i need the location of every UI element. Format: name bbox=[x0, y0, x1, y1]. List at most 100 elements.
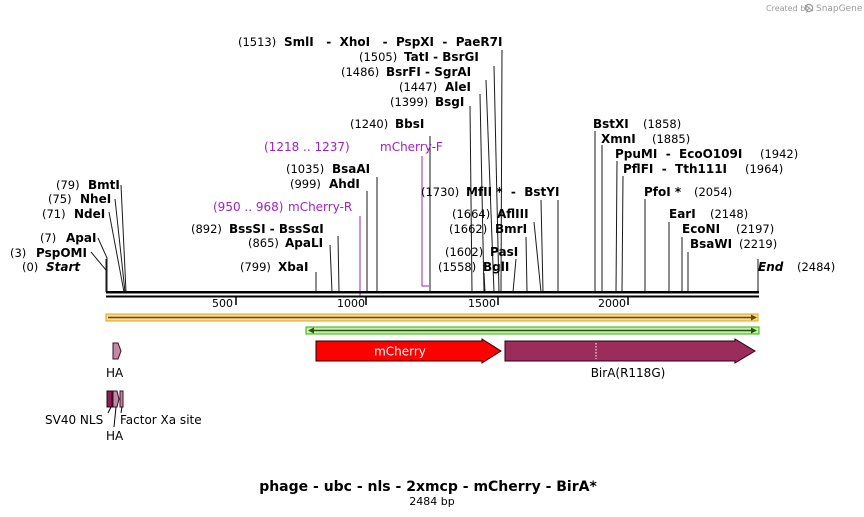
map-length: 2484 bp bbox=[409, 495, 454, 508]
feature-factor-xa-label: Factor Xa site bbox=[120, 413, 202, 427]
site-name: BstXI bbox=[593, 117, 629, 131]
leader-nhei bbox=[114, 198, 126, 293]
site-pos: (1858) bbox=[643, 117, 681, 131]
leader-apai bbox=[97, 237, 108, 292]
leader-apali bbox=[329, 244, 333, 293]
arrow-right-icon bbox=[751, 314, 757, 321]
site-pos: (71) bbox=[42, 207, 66, 221]
site-name: NdeI bbox=[74, 207, 105, 221]
feature-ha-top-label: HA bbox=[106, 366, 124, 380]
leader-primer-mcherry-f bbox=[421, 156, 429, 287]
site-name: BsgI bbox=[435, 95, 464, 109]
leader-bsgi bbox=[469, 105, 473, 293]
site-pos: (1885) bbox=[652, 132, 690, 146]
site-name: BmtI bbox=[88, 178, 120, 192]
site-pos: (1664) bbox=[452, 207, 490, 221]
leader-tati bbox=[493, 65, 500, 293]
site-name: NheI bbox=[80, 192, 111, 206]
ruler-label: 1500 bbox=[468, 297, 496, 310]
feature-cluster-lower[interactable]: SV40 NLS Factor Xa site HA bbox=[45, 390, 202, 443]
leader-bgli bbox=[483, 272, 486, 293]
site-pos: (1399) bbox=[390, 95, 428, 109]
leader-bmti bbox=[120, 184, 127, 293]
leader-pspomi bbox=[90, 251, 107, 292]
ruler-label: 2000 bbox=[598, 297, 626, 310]
site-pos: (2054) bbox=[694, 185, 732, 199]
site-pos: (1942) bbox=[760, 147, 798, 161]
site-pos: (2197) bbox=[736, 222, 774, 236]
feature-sv40-label: SV40 NLS bbox=[45, 413, 103, 427]
site-name: BsaWI bbox=[690, 237, 732, 251]
site-pos: (1662) bbox=[449, 222, 487, 236]
site-name: AleI bbox=[445, 80, 471, 94]
site-pos: (1730) bbox=[421, 185, 459, 199]
site-name: TatI - BsrGI bbox=[404, 50, 479, 64]
leader-primer-mcherry-r bbox=[355, 216, 361, 298]
site-name: SmlI - XhoI - PspXI - PaeR7I bbox=[284, 35, 502, 49]
leader-bsssi bbox=[337, 235, 340, 293]
leader-afliii bbox=[533, 221, 542, 293]
site-name: PpuMI - EcoO109I bbox=[615, 147, 742, 161]
feature-mcherry[interactable]: mCherry bbox=[315, 338, 502, 364]
ruler: 500 1000 1500 2000 bbox=[212, 297, 629, 310]
end-pos: (2484) bbox=[797, 260, 835, 274]
start-label: Start bbox=[46, 260, 81, 274]
start-pos: (0) bbox=[22, 260, 38, 274]
feature-ha-bottom-label: HA bbox=[106, 429, 124, 443]
leader-pflfi bbox=[621, 175, 624, 293]
site-labels-center: (1558) BglI (1602) PasI (1662) BmrI (166… bbox=[421, 185, 559, 274]
primer-labels: (1218 .. 1237) mCherry-F (950 .. 968) mC… bbox=[213, 140, 443, 214]
site-pos: (3) bbox=[10, 246, 26, 260]
site-labels-right: BstXI (1858) XmnI (1885) PpuMI - EcoO109… bbox=[593, 117, 835, 274]
site-name: PflFI - Tth111I bbox=[623, 162, 727, 176]
leader-bsrfi bbox=[485, 79, 495, 293]
site-name: BsrFI - SgrAI bbox=[386, 65, 471, 79]
site-pos: (865) bbox=[248, 236, 279, 250]
site-name: PasI bbox=[490, 245, 518, 259]
leader-smli bbox=[500, 49, 503, 293]
site-name: EcoNI bbox=[682, 222, 720, 236]
site-name: PspOMI bbox=[36, 246, 87, 260]
leader-bmri bbox=[525, 236, 528, 293]
site-pos: (1486) bbox=[341, 65, 379, 79]
site-labels-left: (0) Start (3) PspOMI (7) ApaI (71) NdeI … bbox=[10, 178, 120, 274]
site-pos: (75) bbox=[48, 192, 72, 206]
leader-pasi bbox=[512, 258, 517, 293]
feature-bira[interactable]: BirA(R118G) bbox=[504, 338, 756, 380]
map-title: phage - ubc - nls - 2xmcp - mCherry - Bi… bbox=[259, 479, 597, 495]
site-name: BbsI bbox=[395, 117, 424, 131]
leader-ndei bbox=[108, 211, 125, 293]
feature-ha-top[interactable]: HA bbox=[106, 342, 124, 380]
site-labels-middle: (799) XbaI (865) ApaLI (892) BssSI - Bss… bbox=[191, 35, 502, 274]
site-name: PfoI * bbox=[644, 185, 682, 199]
primer-name: mCherry-R bbox=[288, 200, 352, 214]
leader-alei bbox=[479, 93, 485, 293]
watermark-text: Created by bbox=[766, 4, 810, 13]
site-pos: (1964) bbox=[745, 162, 783, 176]
feature-ha-bottom bbox=[112, 390, 120, 408]
leader-mfii bbox=[540, 199, 544, 293]
feature-mcherry-label: mCherry bbox=[374, 345, 426, 359]
site-pos: (799) bbox=[240, 260, 271, 274]
site-pos: (1447) bbox=[399, 80, 437, 94]
site-name: AflIII bbox=[497, 207, 529, 221]
site-pos: (1035) bbox=[286, 162, 324, 176]
feature-factor-xa bbox=[119, 390, 124, 408]
brand-text: SnapGene bbox=[816, 4, 863, 14]
site-pos: (2148) bbox=[710, 207, 748, 221]
site-name: BmrI bbox=[495, 222, 527, 236]
feature-bira-label: BirA(R118G) bbox=[591, 366, 666, 380]
primer-range: (1218 .. 1237) bbox=[264, 140, 350, 154]
arrow-left-icon bbox=[308, 327, 314, 334]
site-name: ApaI bbox=[66, 231, 96, 245]
primer-range: (950 .. 968) bbox=[213, 200, 283, 214]
site-pos: (79) bbox=[56, 178, 80, 192]
site-name: MfII * - BstYI bbox=[466, 185, 559, 199]
site-pos: (2219) bbox=[739, 237, 777, 251]
full-length-band bbox=[105, 313, 759, 322]
ruler-label: 1000 bbox=[337, 297, 365, 310]
leader-ppumi bbox=[615, 160, 618, 293]
site-name: AhdI bbox=[329, 177, 360, 191]
snapgene-watermark: Created by SnapGene bbox=[766, 3, 863, 14]
